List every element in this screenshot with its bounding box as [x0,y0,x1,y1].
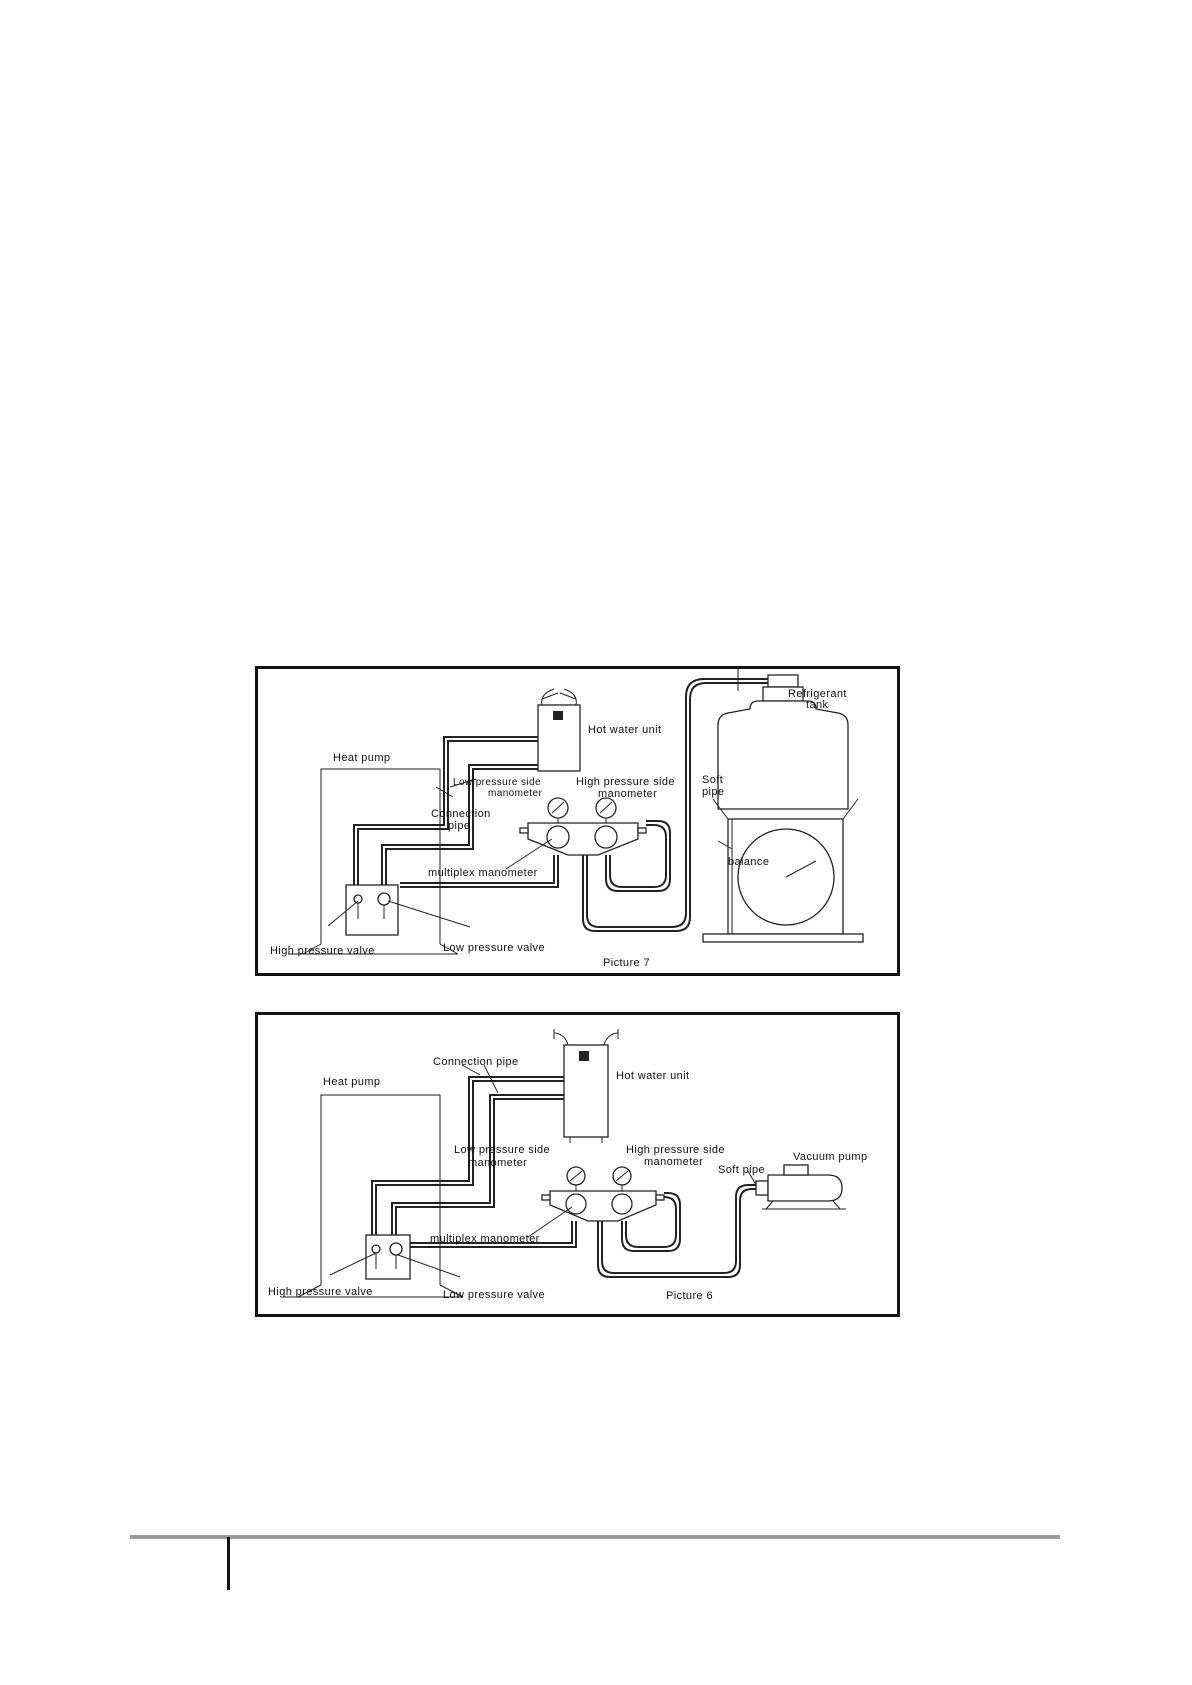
label-heat-pump: Heat pump [323,1076,380,1088]
label-low-pressure-valve: Low pressure valve [443,942,545,954]
connection-pipes [371,1064,564,1235]
label-high-pressure-side-1: High pressure side [626,1144,725,1156]
picture-7-diagram: Heat pump Hot water unit Low pressure si… [255,666,900,976]
label-hot-water-unit: Hot water unit [588,724,661,736]
multiplex-manometer [519,797,647,856]
label-refrigerant: Refrigerant [788,688,847,700]
label-multiplex-manometer: multiplex manometer [430,1233,540,1245]
label-vacuum-pump: Vacuum pump [793,1151,868,1163]
label-low-pressure-side-2: manometer [468,1157,527,1169]
vacuum-pump [755,1164,846,1210]
balance-scale [702,798,864,943]
picture-6-caption: Picture 6 [666,1290,713,1302]
picture-6-svg: Heat pump Hot water unit Connection pipe… [268,1029,868,1302]
footer-rule [130,1535,1060,1539]
hot-water-unit [537,688,581,772]
label-low-pressure-side-2: manometer [488,788,542,799]
label-heat-pump: Heat pump [333,752,390,764]
picture-6-diagram: Heat pump Hot water unit Connection pipe… [255,1012,900,1317]
hot-water-unit [553,1029,619,1143]
label-high-pressure-side-2: manometer [598,788,657,800]
footer-divider [227,1537,230,1590]
leader-lines [327,838,733,928]
label-soft: Soft [702,774,723,786]
label-connection-2: pipe [448,820,470,832]
picture-7-caption: Picture 7 [603,957,650,969]
label-multiplex-manometer: multiplex manometer [428,867,538,879]
label-connection-pipe: Connection pipe [433,1056,519,1068]
heat-pump [283,1094,464,1298]
refrigerant-tank [717,674,849,810]
manometer-hoses [410,1184,756,1278]
label-hot-water-unit: Hot water unit [616,1070,689,1082]
label-low-pressure-side-1: Low pressure side [454,1144,550,1156]
label-low-pressure-valve: Low pressure valve [443,1289,545,1301]
label-connection-1: Connection [431,808,491,820]
connection-pipes [353,736,538,885]
label-soft-pipe: Soft pipe [718,1164,765,1176]
label-pipe: pipe [702,786,724,798]
manometer-hoses [400,669,780,932]
multiplex-manometer [541,1166,665,1222]
label-high-pressure-valve: High pressure valve [270,945,375,957]
leader-lines [329,1170,757,1278]
label-low-pressure-side-1: Low pressure side [453,777,541,788]
label-high-pressure-side-2: manometer [644,1156,703,1168]
label-balance: balance [728,856,769,868]
label-high-pressure-side-1: High pressure side [576,776,675,788]
label-high-pressure-valve: High pressure valve [268,1286,373,1298]
valve-box [345,884,399,936]
heat-pump [288,768,459,955]
label-tank: tank [806,699,828,711]
picture-7-svg: Heat pump Hot water unit Low pressure si… [270,669,864,969]
